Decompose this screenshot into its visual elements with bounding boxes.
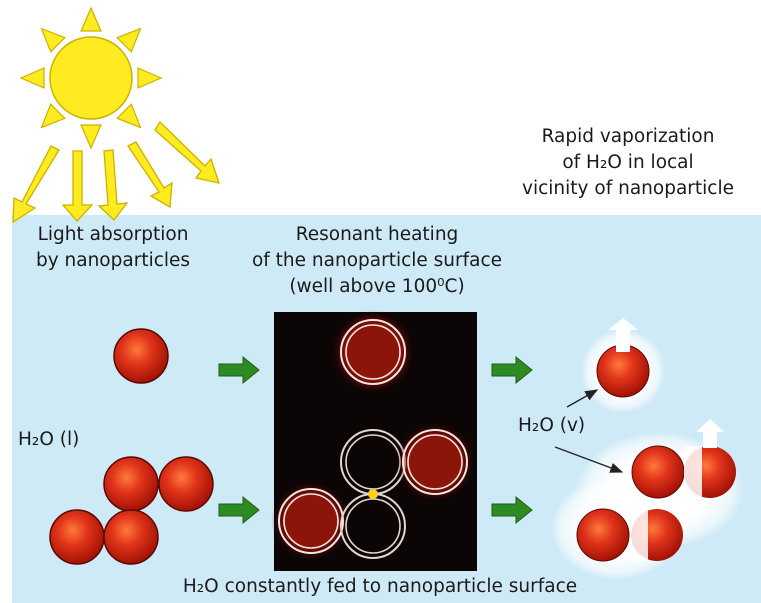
- green-arrow-icon: [491, 495, 533, 525]
- nanoparticle: [103, 509, 159, 565]
- heating-label: Resonant heating of the nanoparticle sur…: [251, 224, 503, 297]
- sun-ray: [80, 6, 102, 32]
- sun-ray: [40, 27, 66, 53]
- water-fed-label: H₂O constantly fed to nanoparticle surfa…: [182, 576, 578, 597]
- panel-heated-particle-top: [331, 310, 415, 394]
- panel-heated-particle-right: [395, 422, 475, 502]
- water-liquid-label: H₂O (l): [18, 429, 80, 450]
- nanoparticle: [631, 445, 685, 499]
- vapor-pointer-upper: [566, 389, 599, 408]
- sun-ray: [19, 67, 45, 89]
- absorption-label: Light absorption by nanoparticles: [35, 224, 191, 271]
- vaporizing-particles: [551, 318, 744, 580]
- hotspot: [368, 489, 378, 499]
- nanoparticle: [596, 344, 650, 398]
- vapor-pointer-lower: [554, 446, 624, 473]
- nanoparticles-left: [49, 328, 214, 565]
- sun-ray: [116, 27, 142, 53]
- vaporization-label: Rapid vaporization of H₂O in local vicin…: [522, 126, 734, 199]
- nanoparticle: [49, 509, 105, 565]
- vapor-up-arrow-icon: [608, 318, 724, 448]
- sun-ray: [116, 103, 142, 129]
- process-arrows: [218, 355, 533, 525]
- sun-ray: [137, 67, 163, 89]
- sun-ray: [40, 103, 66, 129]
- nanoparticle: [158, 456, 214, 512]
- light-rays: [12, 120, 220, 224]
- green-arrow-icon: [218, 495, 260, 525]
- sun-ray: [80, 124, 102, 150]
- nanoparticle: [576, 508, 630, 562]
- sun-icon: [19, 6, 163, 150]
- nanoparticle: [113, 328, 169, 384]
- water-vapor-label: H₂O (v): [518, 415, 586, 436]
- panel-heated-particle-left: [271, 481, 351, 561]
- nanoparticle: [103, 456, 159, 512]
- green-arrow-icon: [218, 355, 260, 385]
- green-arrow-icon: [491, 355, 533, 385]
